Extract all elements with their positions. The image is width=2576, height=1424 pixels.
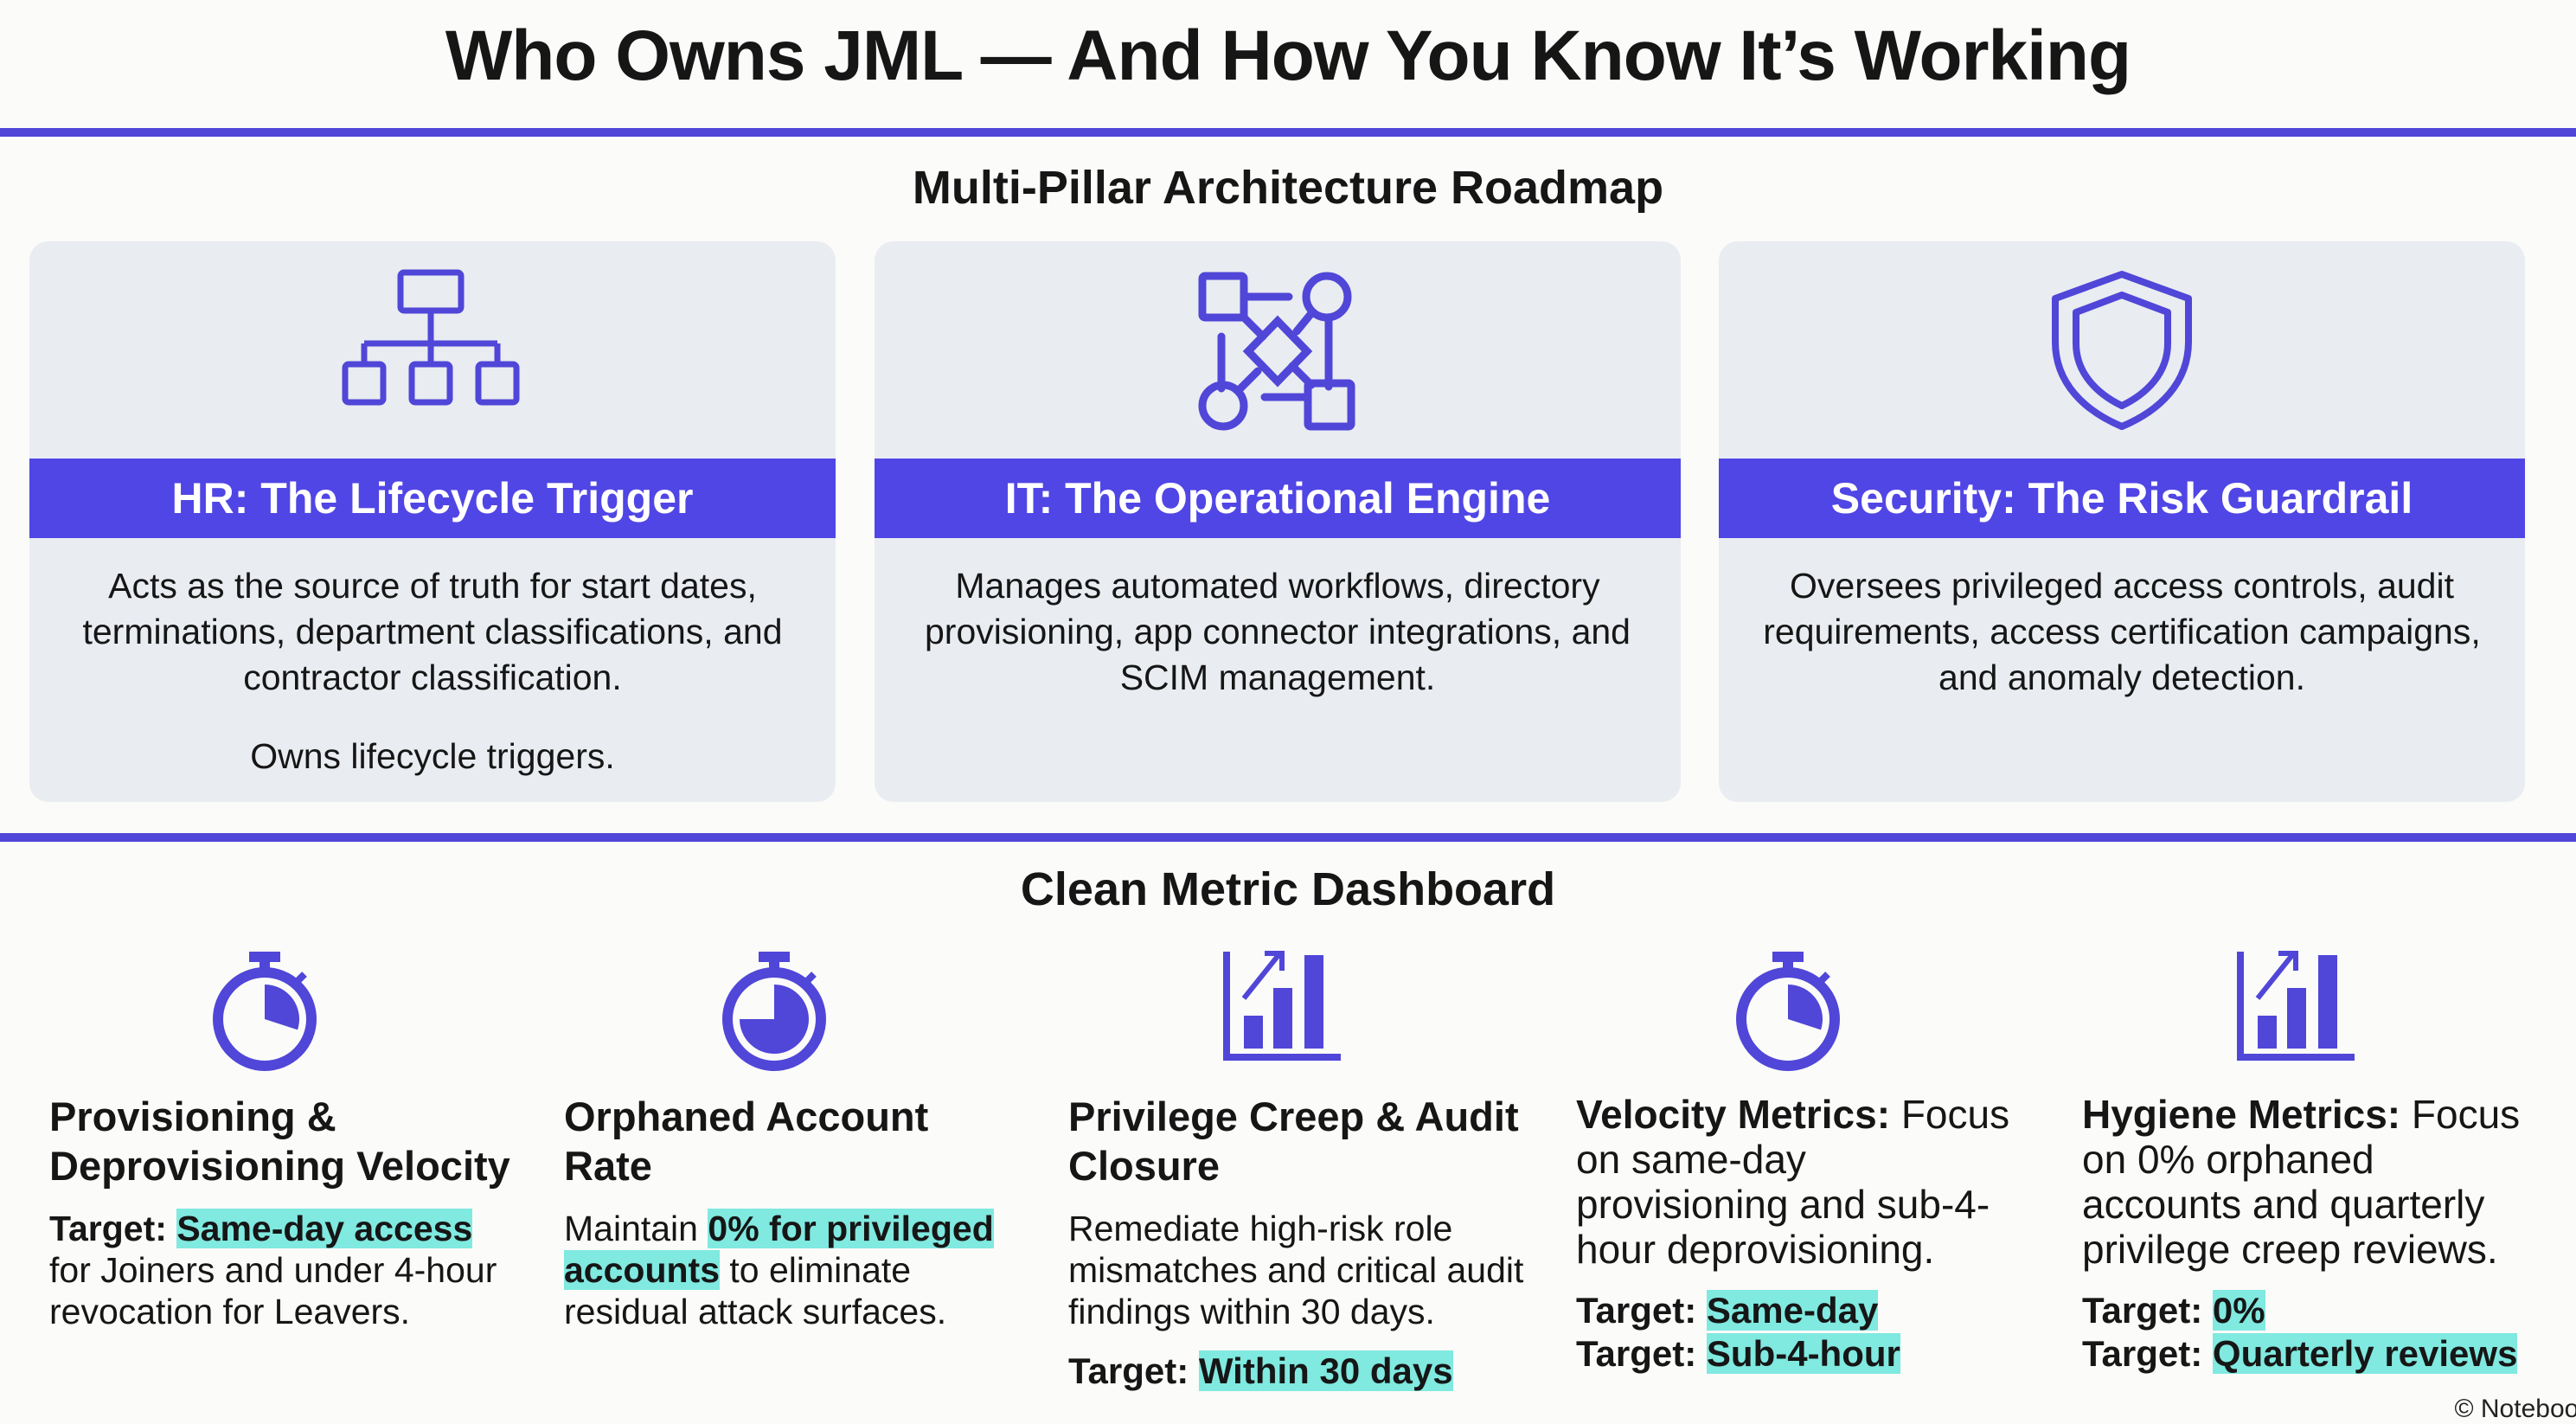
bar-chart-growth-icon (1223, 951, 1341, 1061)
target-highlight: Quarterly reviews (2212, 1333, 2518, 1374)
bar-chart-growth-icon (2237, 951, 2355, 1061)
dashboard-heading: Clean Metric Dashboard (1020, 863, 1556, 915)
target-label: Target: (1576, 1290, 1697, 1331)
shield-icon (2052, 271, 2192, 430)
target-highlight: Same-day access (176, 1209, 473, 1248)
metric-title: Provisioning & Deprovisioning Velocity (49, 1094, 510, 1189)
metric-title: Privilege Creep & Audit Closure (1068, 1094, 1519, 1189)
card-text-2: Owns lifecycle triggers. (250, 736, 615, 776)
divider (0, 128, 2576, 137)
target-highlight: Within 30 days (1198, 1350, 1453, 1391)
metric-velocity-summary: Velocity Metrics: Focus on same-day prov… (1576, 1092, 2026, 1376)
card-title: HR: The Lifecycle Trigger (29, 459, 836, 538)
target-highlight: Sub-4-hour (1706, 1333, 1900, 1374)
target-highlight: 0% (2212, 1290, 2265, 1331)
metric-text: Focus on 0% orphaned accounts and quarte… (2082, 1092, 2521, 1272)
card-it: IT: The Operational Engine Manages autom… (875, 241, 1681, 802)
page-title: Who Owns JML — And How You Know It’s Wor… (445, 16, 2131, 95)
card-text: Acts as the source of truth for start da… (82, 566, 783, 697)
metric-provisioning-velocity: Provisioning & Deprovisioning Velocity T… (49, 1092, 516, 1332)
card-hr: HR: The Lifecycle Trigger Acts as the so… (29, 241, 836, 802)
target-label: Target: (1576, 1333, 1697, 1374)
metric-orphaned-account-rate: Orphaned Account Rate Maintain 0% for pr… (564, 1092, 996, 1332)
metric-hygiene-summary: Hygiene Metrics: Focus on 0% orphaned ac… (2082, 1092, 2532, 1376)
target-label: Target: (2082, 1333, 2203, 1374)
watermark: © NotebookLM (2454, 1395, 2576, 1423)
stopwatch-icon (722, 952, 826, 1071)
stopwatch-icon (213, 952, 317, 1071)
workflow-network-icon (1198, 272, 1355, 431)
target-label: Target: (1068, 1350, 1189, 1391)
metric-privilege-creep: Privilege Creep & Audit Closure Remediat… (1068, 1092, 1535, 1393)
target-highlight: Same-day (1706, 1290, 1879, 1331)
divider (0, 833, 2576, 842)
card-security: Security: The Risk Guardrail Oversees pr… (1719, 241, 2525, 802)
card-title: Security: The Risk Guardrail (1719, 459, 2525, 538)
target-label: Target: (2082, 1290, 2203, 1331)
stopwatch-icon (1736, 952, 1840, 1071)
card-text: Oversees privileged access controls, aud… (1763, 566, 2481, 697)
card-title: IT: The Operational Engine (875, 459, 1681, 538)
metric-lead: Hygiene Metrics: (2082, 1092, 2401, 1137)
metric-text-pre: Maintain (564, 1209, 698, 1248)
metric-lead: Velocity Metrics: (1576, 1092, 1891, 1137)
card-text: Manages automated workflows, directory p… (925, 566, 1631, 697)
metric-text: to eliminate residual attack surfaces. (564, 1250, 947, 1331)
target-label: Target: (49, 1209, 167, 1248)
metric-text: Focus on same-day provisioning and sub-4… (1576, 1092, 2010, 1272)
metric-text: Remediate high-risk role mismatches and … (1068, 1209, 1524, 1331)
metric-title: Orphaned Account Rate (564, 1094, 929, 1189)
roadmap-heading: Multi-Pillar Architecture Roadmap (912, 162, 1664, 214)
org-chart-icon (342, 269, 520, 406)
metric-text: for Joiners and under 4-hour revocation … (49, 1250, 497, 1331)
